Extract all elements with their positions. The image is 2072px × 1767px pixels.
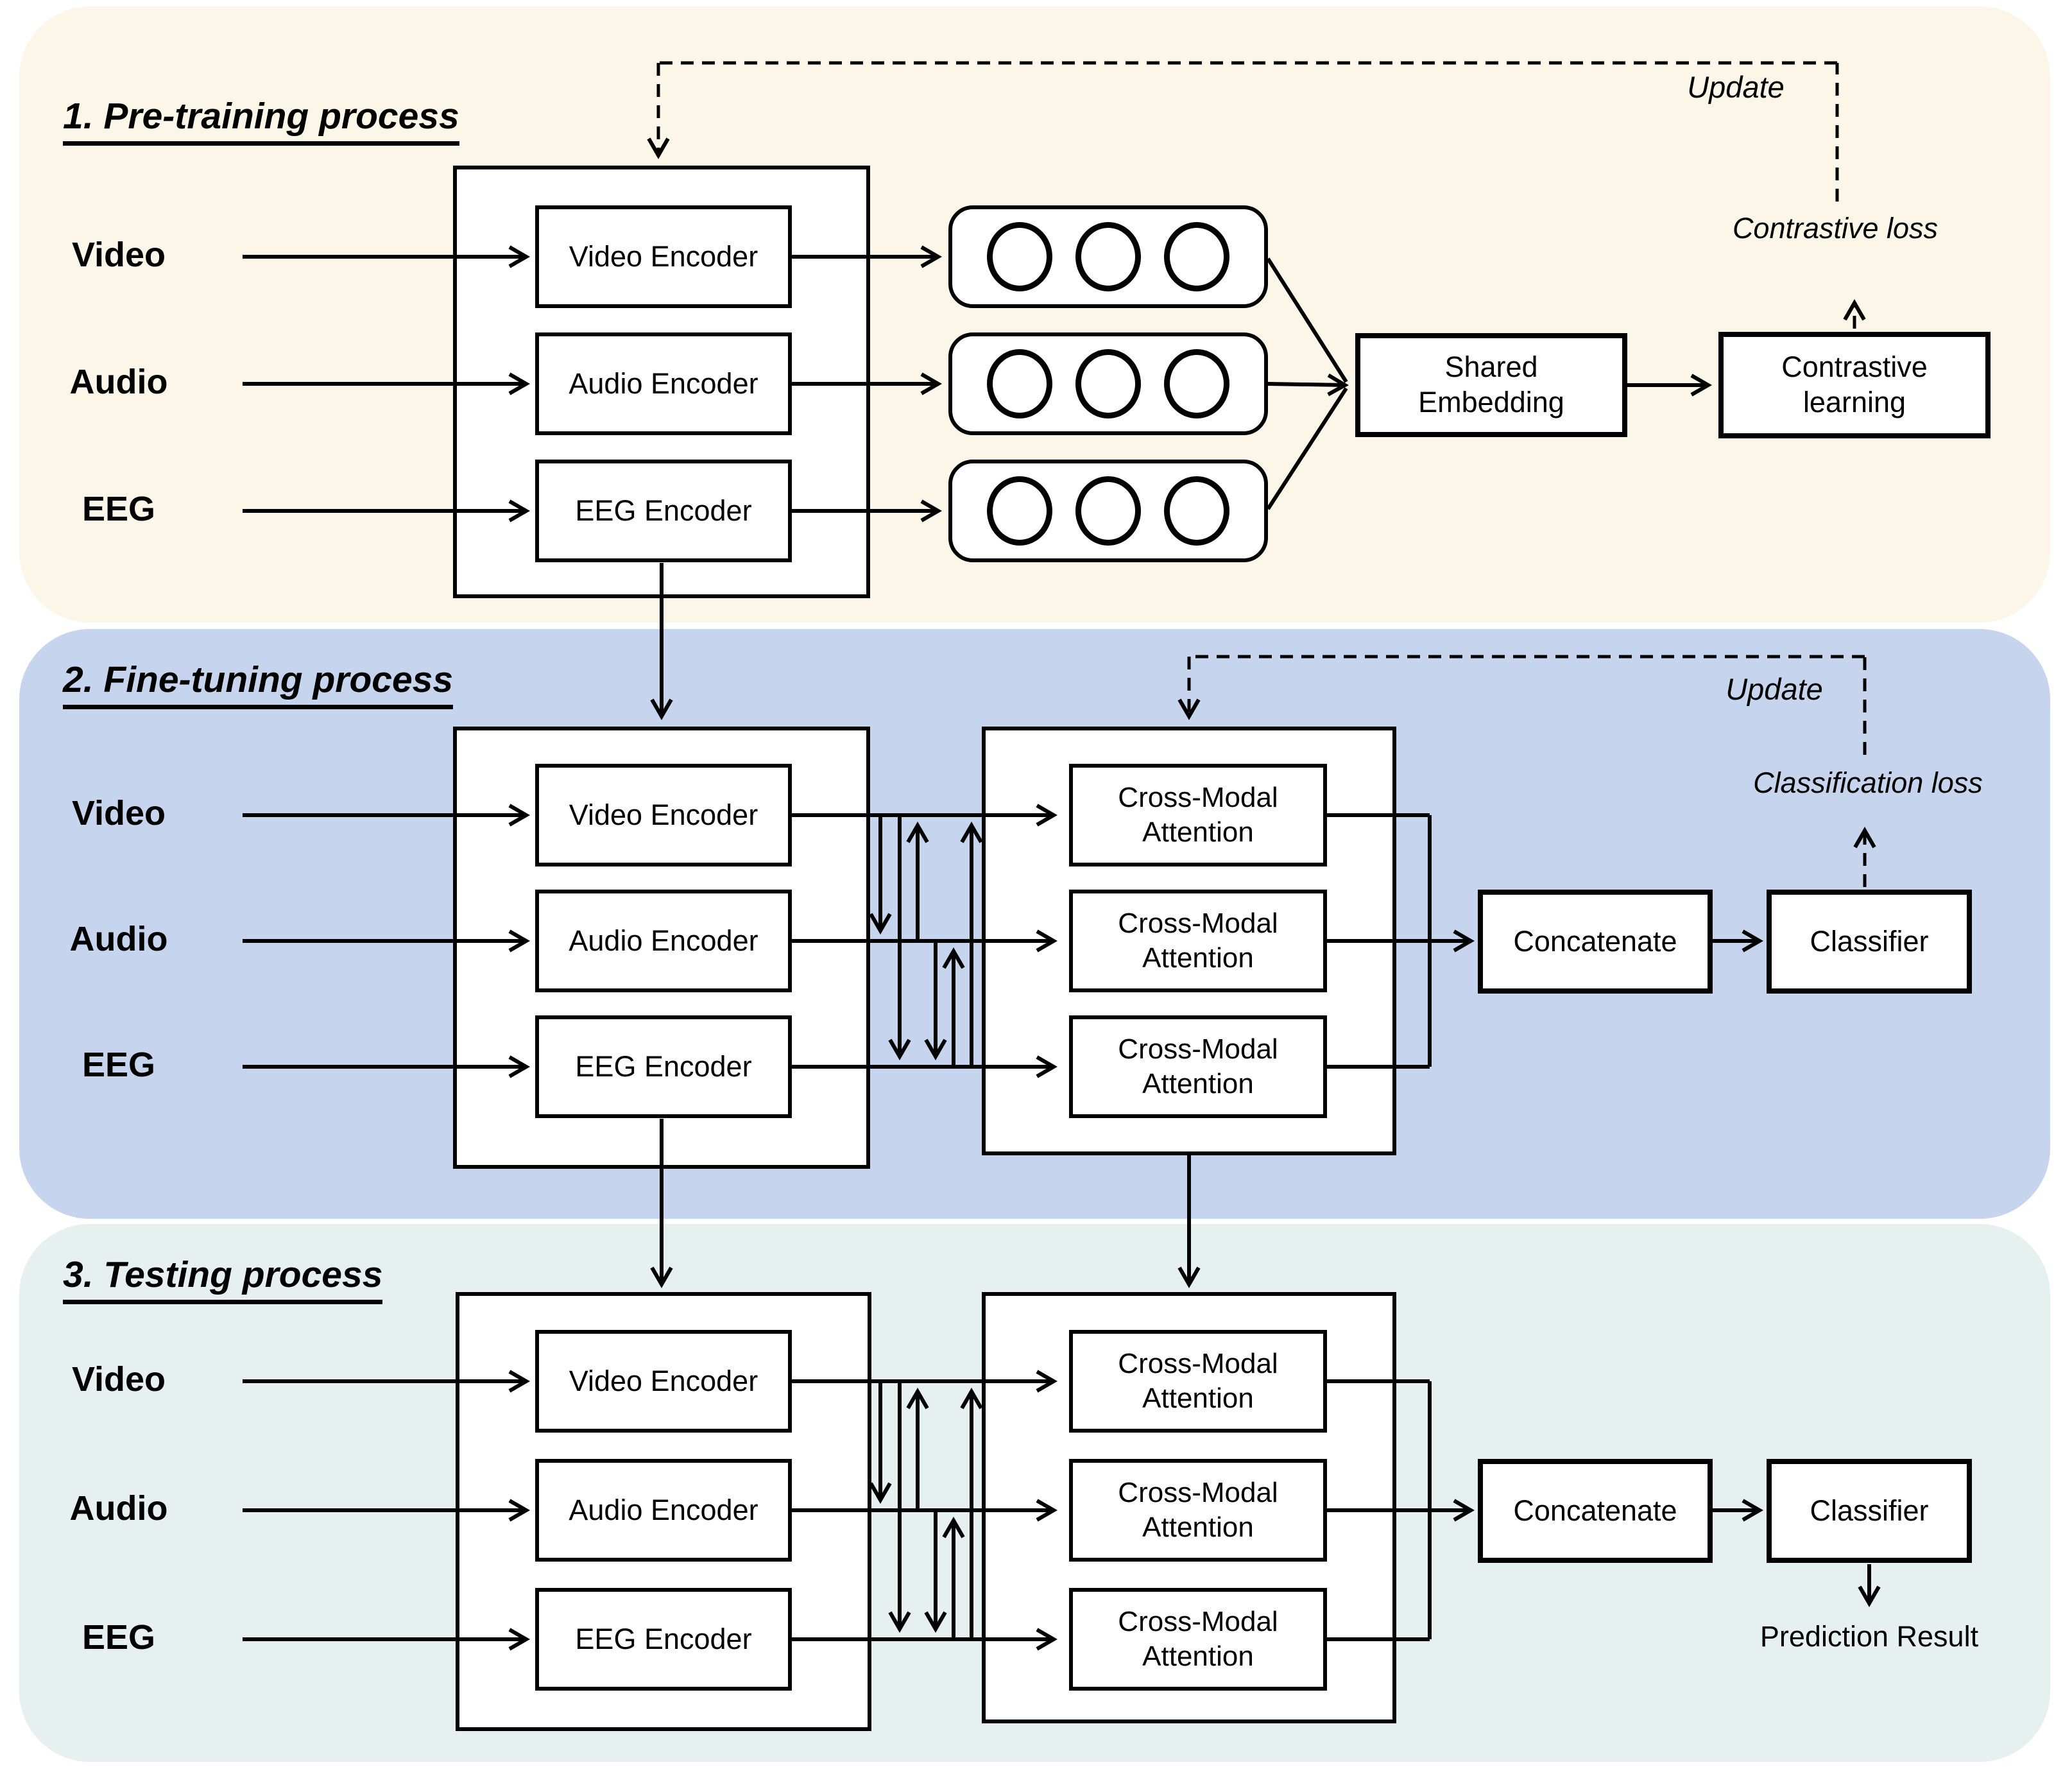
pretrain-eeg-encoder-box: EEG Encoder (535, 460, 792, 562)
video-embedding-box (948, 205, 1268, 308)
finetune-video-attention-box: Cross-Modal Attention (1069, 764, 1327, 866)
audio-embedding-box (948, 332, 1268, 435)
finetune-classifier-box: Classifier (1767, 890, 1972, 994)
finetune-video-encoder-box: Video Encoder (535, 764, 792, 866)
eeg-embedding-box (948, 460, 1268, 562)
shared-embedding-box: Shared Embedding (1355, 333, 1627, 437)
test-audio-encoder-box: Audio Encoder (535, 1459, 792, 1562)
finetune-audio-label: Audio (69, 920, 168, 958)
embedding-circle (987, 349, 1052, 418)
test-video-encoder-box: Video Encoder (535, 1330, 792, 1433)
embedding-circle (1075, 349, 1141, 418)
pretrain-audio-label: Audio (69, 363, 168, 401)
test-audio-label: Audio (69, 1489, 168, 1528)
finetune-video-label: Video (71, 794, 166, 832)
contrastive-loss-label: Contrastive loss (1732, 212, 1939, 245)
finetune-eeg-encoder-box: EEG Encoder (535, 1015, 792, 1118)
test-audio-attention-box: Cross-Modal Attention (1069, 1459, 1327, 1562)
test-eeg-label: EEG (81, 1618, 156, 1657)
finetune-concatenate-box: Concatenate (1478, 890, 1713, 994)
finetune-eeg-attention-box: Cross-Modal Attention (1069, 1015, 1327, 1118)
arrow-audio-embedding-merge (1267, 373, 1349, 397)
pretrain-eeg-label: EEG (81, 490, 156, 528)
test-eeg-encoder-box: EEG Encoder (535, 1588, 792, 1691)
line-video-embedding-merge (1266, 257, 1348, 383)
prediction-result-label: Prediction Result (1759, 1620, 1979, 1653)
contrastive-learning-box: Contrastive learning (1718, 332, 1991, 438)
update-label-finetuning: Update (1725, 672, 1823, 706)
classification-loss-label: Classification loss (1753, 766, 1983, 799)
test-video-label: Video (71, 1360, 166, 1399)
embedding-circle (1164, 349, 1229, 418)
pretrain-audio-encoder-box: Audio Encoder (535, 332, 792, 435)
line-eeg-embedding-merge (1266, 387, 1348, 510)
finetune-audio-encoder-box: Audio Encoder (535, 890, 792, 992)
pretrain-video-label: Video (71, 236, 166, 274)
embedding-circle (1164, 222, 1229, 291)
pretrain-video-encoder-box: Video Encoder (535, 205, 792, 308)
finetuning-title: 2. Fine-tuning process (63, 659, 454, 709)
finetune-audio-attention-box: Cross-Modal Attention (1069, 890, 1327, 992)
embedding-circle (987, 222, 1052, 291)
test-classifier-box: Classifier (1767, 1459, 1972, 1563)
finetune-eeg-label: EEG (81, 1046, 156, 1084)
embedding-circle (987, 476, 1052, 546)
test-eeg-attention-box: Cross-Modal Attention (1069, 1588, 1327, 1691)
embedding-circle (1164, 476, 1229, 546)
test-video-attention-box: Cross-Modal Attention (1069, 1330, 1327, 1433)
embedding-circle (1075, 222, 1141, 291)
test-concatenate-box: Concatenate (1478, 1459, 1713, 1563)
embedding-circle (1075, 476, 1141, 546)
update-label-pretraining: Update (1687, 70, 1785, 104)
pretraining-title: 1. Pre-training process (63, 95, 459, 146)
testing-title: 3. Testing process (63, 1254, 383, 1304)
